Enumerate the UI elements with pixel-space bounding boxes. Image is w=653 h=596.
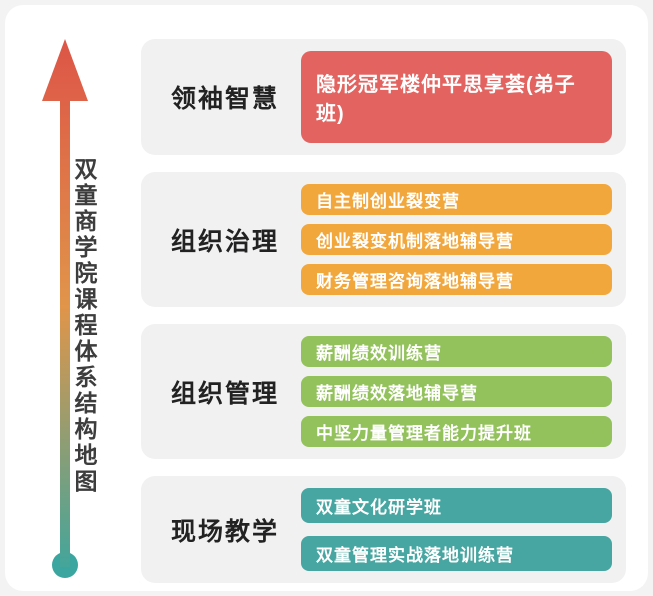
section-title: 组织治理: [170, 227, 279, 256]
section-3: 组织管理薪酬绩效训练营薪酬绩效落地辅导营中坚力量管理者能力提升班: [141, 324, 626, 459]
course-list: 自主制创业裂变营创业裂变机制落地辅导营财务管理咨询落地辅导营: [301, 184, 612, 295]
course-pill: 双童文化研学班: [301, 488, 612, 523]
course-pill: 薪酬绩效落地辅导营: [301, 376, 612, 407]
sections: 领袖智慧隐形冠军楼仲平思享荟(弟子班) 组织治理自主制创业裂变营创业裂变机制落地辅…: [141, 19, 628, 583]
course-pill: 中坚力量管理者能力提升班: [301, 416, 612, 447]
course-pill: 自主制创业裂变营: [301, 184, 612, 215]
section-title: 现场教学: [170, 517, 279, 546]
section-title: 领袖智慧: [170, 85, 279, 113]
course-pill: 隐形冠军楼仲平思享荟(弟子班): [301, 51, 612, 143]
section-title: 组织管理: [170, 379, 279, 408]
axis-column: 双童商学院课程体系结构地图: [15, 19, 141, 578]
section-2: 组织治理自主制创业裂变营创业裂变机制落地辅导营财务管理咨询落地辅导营: [141, 172, 626, 307]
upward-arrow-icon: [42, 39, 88, 578]
section-4: 现场教学双童文化研学班双童管理实战落地训练营: [141, 476, 626, 583]
course-map-card: 双童商学院课程体系结构地图 领袖智慧隐形冠军楼仲平思享荟(弟子班) 组织治理自主制…: [5, 5, 648, 591]
course-pill: 双童管理实战落地训练营: [301, 536, 612, 571]
course-list: 薪酬绩效训练营薪酬绩效落地辅导营中坚力量管理者能力提升班: [301, 336, 612, 447]
course-pill: 创业裂变机制落地辅导营: [301, 224, 612, 255]
diagram-title: 双童商学院课程体系结构地图: [71, 157, 97, 495]
course-pill: 财务管理咨询落地辅导营: [301, 264, 612, 295]
course-list: 隐形冠军楼仲平思享荟(弟子班): [301, 51, 612, 143]
section-1: 领袖智慧隐形冠军楼仲平思享荟(弟子班): [141, 39, 626, 155]
course-list: 双童文化研学班双童管理实战落地训练营: [301, 488, 612, 571]
course-pill: 薪酬绩效训练营: [301, 336, 612, 367]
